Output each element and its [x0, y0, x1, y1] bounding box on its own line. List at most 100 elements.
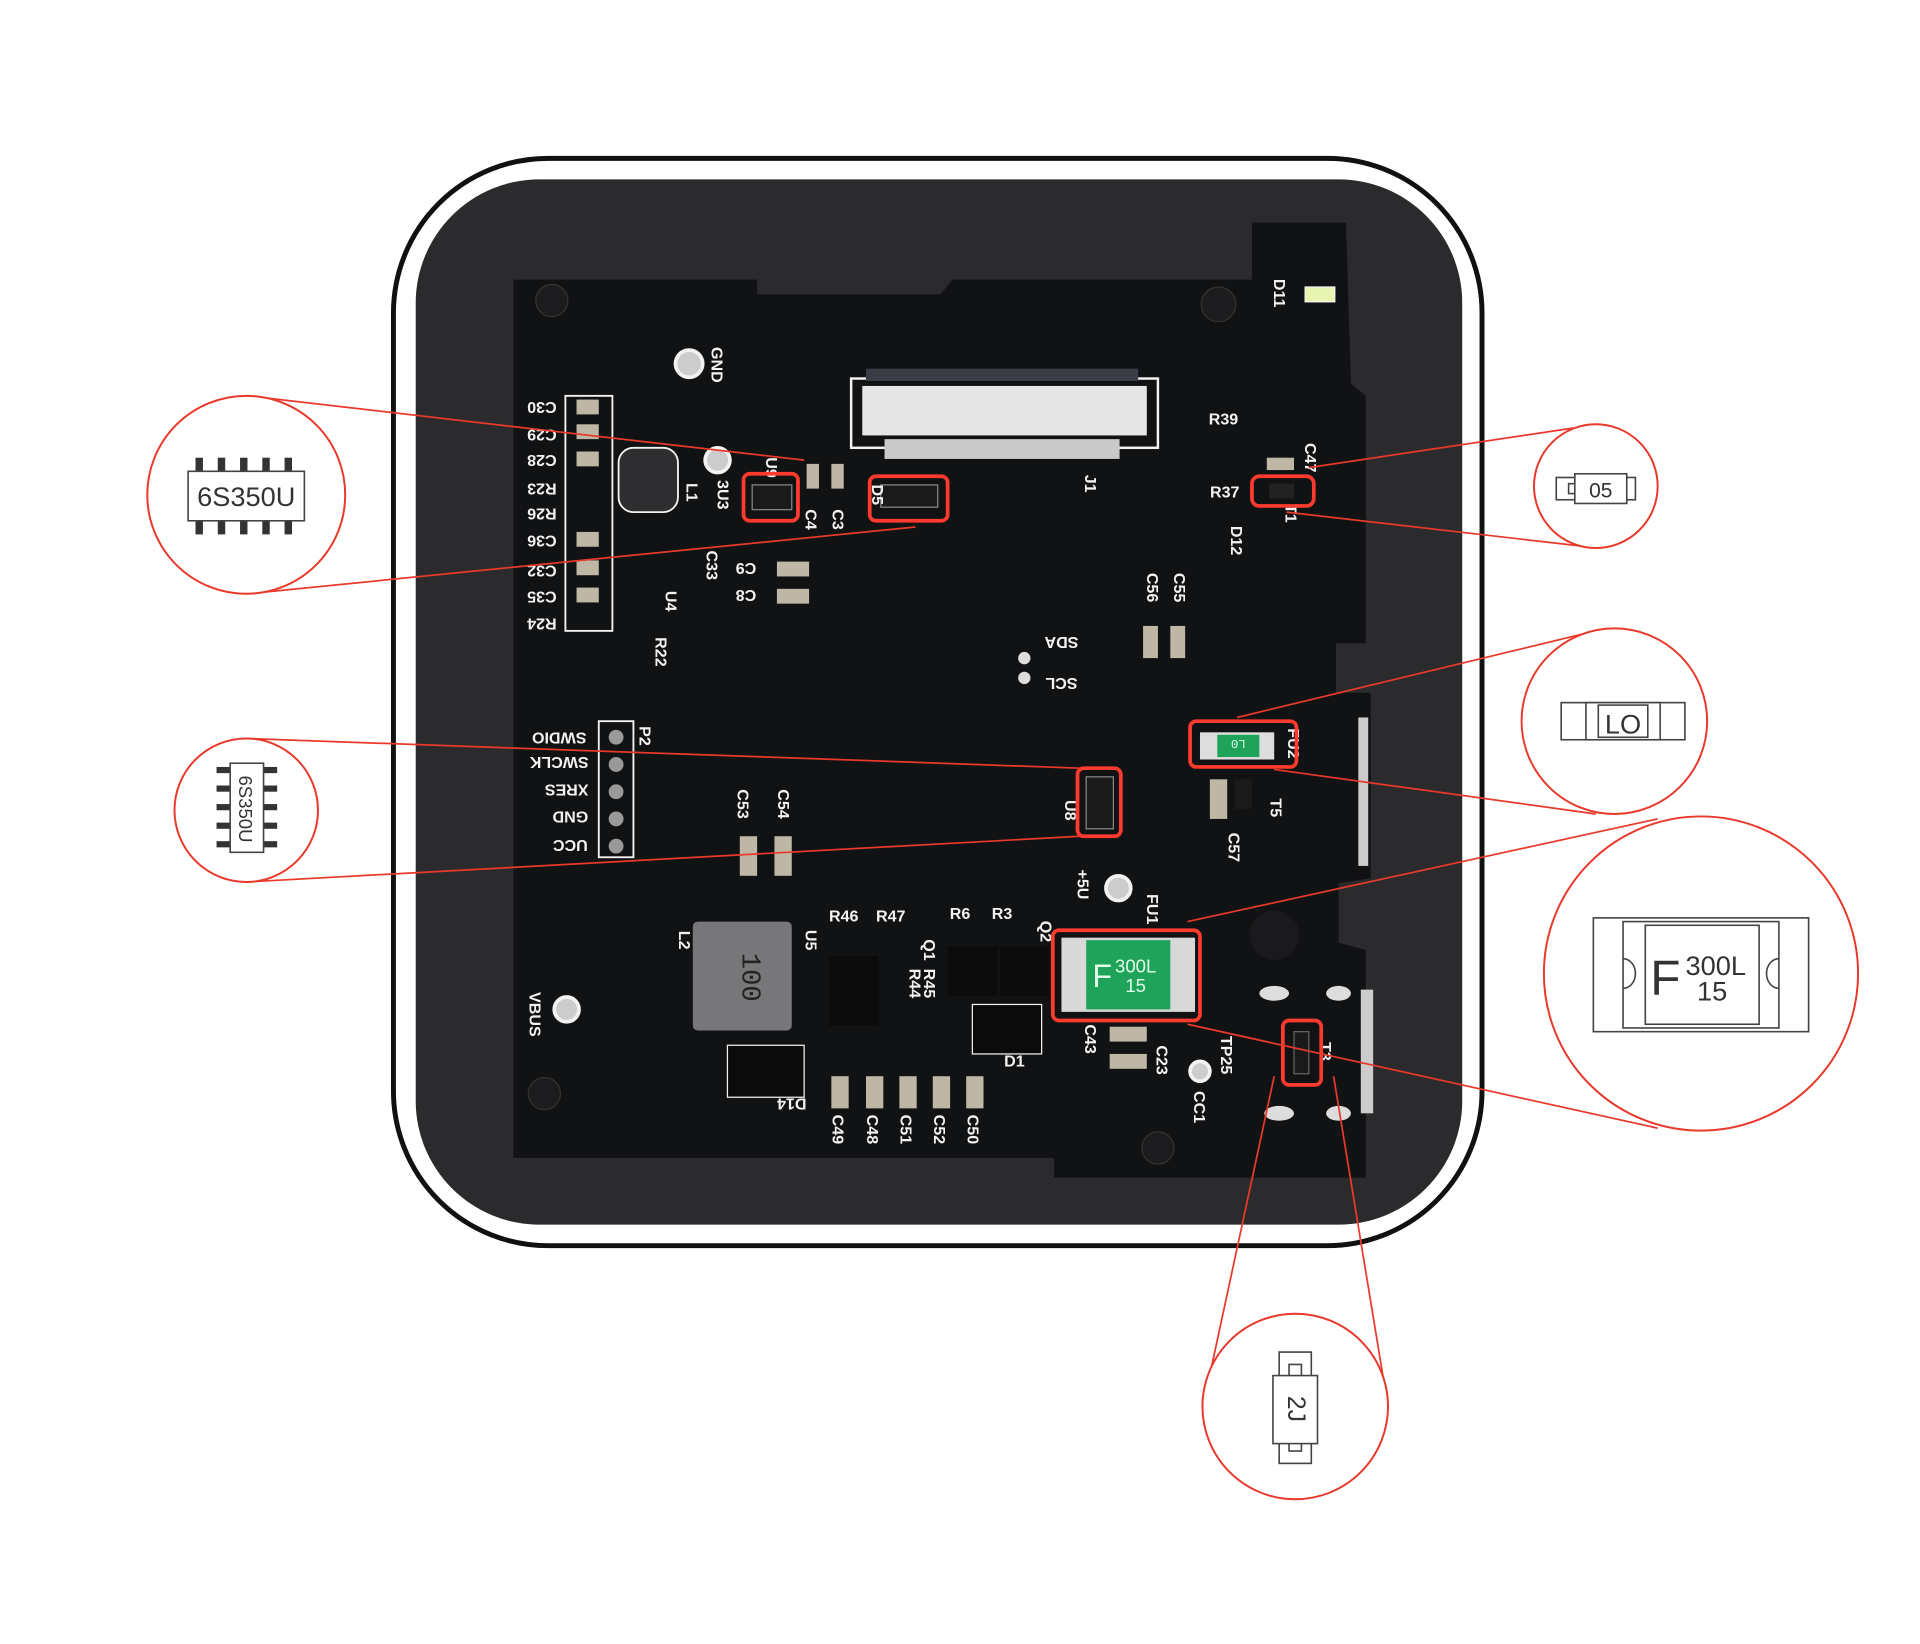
fuse-fu1: F 300L 15: [1061, 937, 1196, 1012]
fuse-fu2: L0: [1199, 732, 1275, 760]
silk-label: D12: [1227, 526, 1245, 556]
silk-label: C35: [527, 587, 557, 605]
led-d11: [1304, 286, 1336, 303]
silk-label: C9: [736, 559, 757, 577]
silk-label: J1: [1081, 475, 1099, 493]
silk-label: C49: [829, 1115, 847, 1145]
capacitor-column-left: [564, 394, 614, 632]
silk-label: C43: [1081, 1024, 1099, 1054]
sot-package-icon: [1272, 1351, 1319, 1465]
test-point-3u3: [703, 445, 732, 475]
transistor-t3: [1293, 1031, 1310, 1075]
silk-label: C30: [527, 398, 557, 416]
highlight-box-d5: [867, 474, 950, 523]
silk-label: C52: [930, 1115, 948, 1145]
silk-label: D14: [777, 1094, 807, 1112]
silk-label: D11: [1270, 279, 1288, 308]
silk-label: R37: [1210, 483, 1240, 501]
diode-d1: [971, 1003, 1043, 1055]
leader-lines: [246, 394, 1658, 1392]
silk-label: VBUS: [526, 992, 544, 1037]
silk-label: C4: [801, 509, 819, 530]
silk-label: R22: [652, 637, 670, 667]
ic-soic-icon: [187, 457, 306, 535]
test-point-5v: [1104, 873, 1133, 903]
diode-d14: [726, 1044, 805, 1098]
transistor-t5: [1234, 779, 1252, 810]
svg-text:L0: L0: [1231, 736, 1246, 750]
test-point-cc1: [1188, 1059, 1212, 1084]
svg-text:15: 15: [1697, 976, 1727, 1007]
silk-label: C8: [736, 586, 757, 604]
silk-label: C33: [702, 551, 720, 581]
sot-package-icon: [1555, 472, 1637, 505]
silk-label: GND: [707, 347, 725, 383]
ic-d5: [880, 484, 939, 508]
pcb-board: 100: [513, 222, 1374, 1178]
silk-label: Q2: [1036, 921, 1054, 943]
connector-j1: [849, 368, 1160, 459]
silk-label: SWDIO: [532, 728, 586, 746]
inductor-l1: [617, 446, 679, 514]
transistor-t1: [1269, 483, 1294, 499]
silkscreen-labels: C30 C29 C28 R23 R26 C36 C32 C35 R24 GND …: [526, 279, 1334, 1144]
svg-text:15: 15: [1125, 975, 1146, 996]
svg-text:6S350U: 6S350U: [235, 775, 256, 842]
silk-label: C53: [733, 789, 751, 819]
silk-label: C55: [1170, 573, 1188, 603]
silk-label: C3: [829, 509, 847, 530]
silk-label: P2: [636, 726, 654, 746]
silk-label: C56: [1143, 573, 1161, 603]
ic-u5: [828, 956, 879, 1026]
test-point-vbus: [552, 995, 581, 1024]
callout-component-05: 05: [1532, 423, 1659, 549]
silk-label: D5: [868, 485, 886, 506]
silk-label: C54: [774, 789, 792, 819]
silk-label: T5: [1266, 798, 1284, 817]
highlight-box-fu2: [1188, 719, 1299, 769]
highlight-box-fu1: [1050, 928, 1202, 1023]
silk-label: 3U3: [714, 480, 732, 510]
callout-fuse-small: LO: [1520, 627, 1709, 815]
ic-soic-icon: [216, 762, 278, 854]
silk-label: UCC: [553, 836, 588, 854]
silk-label: C51: [897, 1115, 915, 1145]
silk-label: C36: [527, 532, 557, 550]
silk-label: R45: [920, 969, 938, 999]
silk-label: R6: [950, 905, 971, 923]
fuse-package-icon: [1592, 917, 1810, 1033]
silk-label: GND: [552, 807, 588, 825]
silk-label: C23: [1153, 1045, 1171, 1075]
silk-label: L2: [675, 931, 693, 950]
svg-text:05: 05: [1589, 479, 1612, 502]
mosfet-q2: [999, 946, 1050, 996]
svg-text:F: F: [1650, 951, 1680, 1006]
test-point-sda: [1018, 651, 1031, 665]
silk-label: SCL: [1045, 674, 1077, 692]
test-point-gnd: [673, 348, 705, 380]
silk-label: SDA: [1044, 633, 1078, 651]
silk-label: R44: [905, 969, 923, 999]
highlight-box-u9: [741, 471, 800, 523]
callout-fuse-large: F 300L 15: [1542, 815, 1860, 1132]
ic-u9: [751, 484, 793, 511]
silk-label: R3: [992, 905, 1013, 923]
silk-label: U8: [1061, 800, 1079, 821]
silk-label: FU2: [1284, 728, 1302, 758]
svg-text:6S350U: 6S350U: [197, 481, 295, 512]
silk-label: L1: [683, 483, 701, 502]
highlight-box-t3: [1281, 1018, 1324, 1087]
capacitor-row-bottom: [831, 1076, 984, 1109]
silk-label: +5U: [1074, 869, 1092, 899]
silk-label: D1: [1004, 1052, 1025, 1070]
svg-text:LO: LO: [1605, 709, 1641, 740]
silk-label: R46: [829, 908, 859, 926]
silk-label: C28: [527, 451, 557, 469]
silk-label: TP25: [1217, 1036, 1235, 1074]
silk-label: C57: [1224, 833, 1242, 863]
silk-label: C48: [863, 1115, 881, 1145]
callout-ic-vertical: 6S350U: [173, 737, 319, 883]
highlight-box-t1: [1250, 474, 1316, 508]
callout-transistor-2j: 2J: [1201, 1312, 1389, 1501]
silk-label: C50: [963, 1115, 981, 1145]
